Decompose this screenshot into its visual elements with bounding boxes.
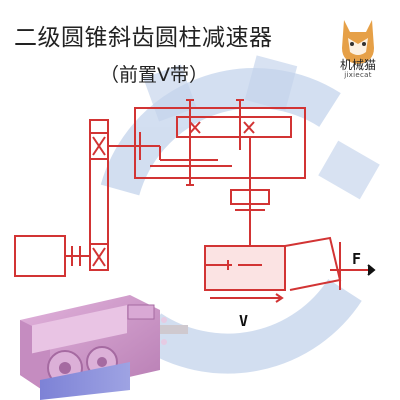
reducer-housing [134,107,306,179]
velocity-label: V [239,312,249,330]
logo-name: 机械猫 [339,58,376,72]
diagram-title: 二级圆锥斜齿圆柱减速器 [14,25,273,51]
diagram-subtitle: （前置V带） [100,64,208,86]
conveyor-drum [204,245,286,291]
force-label: F [352,250,362,268]
cat-logo-icon [342,20,374,64]
motor [14,235,66,277]
helical-gear-pair [176,116,292,138]
logo-subtitle: jixiecat [344,71,372,79]
coupling [230,189,270,205]
reducer-illustration [20,295,188,400]
